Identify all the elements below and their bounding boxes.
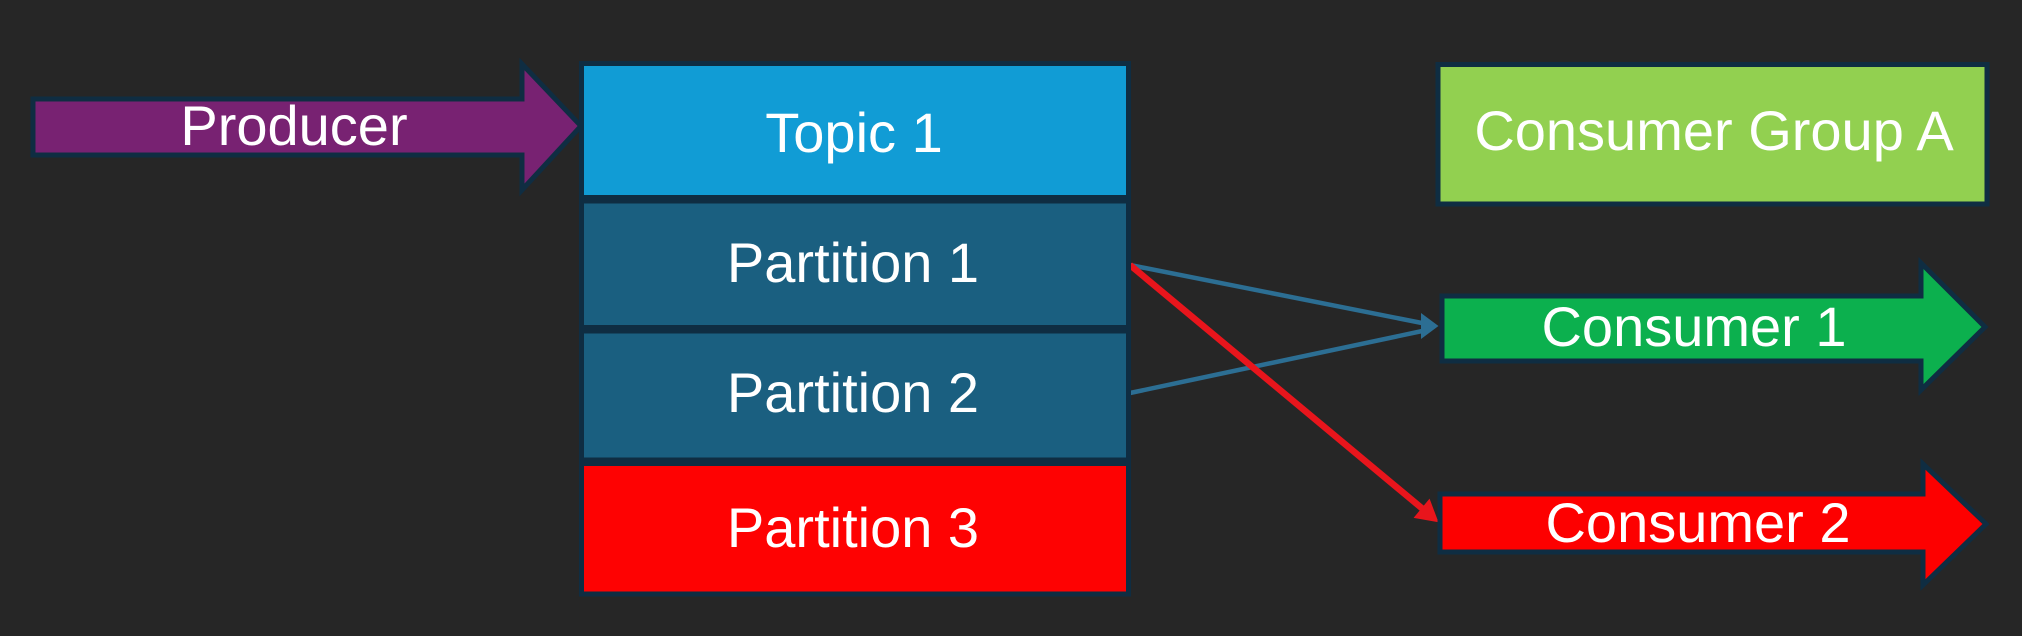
svg-text:Consumer 2: Consumer 2 [1545, 491, 1850, 554]
svg-text:Topic 1: Topic 1 [765, 101, 942, 164]
svg-text:Partition 2: Partition 2 [727, 361, 979, 424]
svg-text:Consumer 1: Consumer 1 [1541, 295, 1846, 358]
svg-text:Consumer Group A: Consumer Group A [1474, 99, 1954, 162]
svg-text:Partition 3: Partition 3 [727, 496, 979, 559]
svg-text:Producer: Producer [180, 94, 407, 157]
svg-text:Partition 1: Partition 1 [727, 231, 979, 294]
